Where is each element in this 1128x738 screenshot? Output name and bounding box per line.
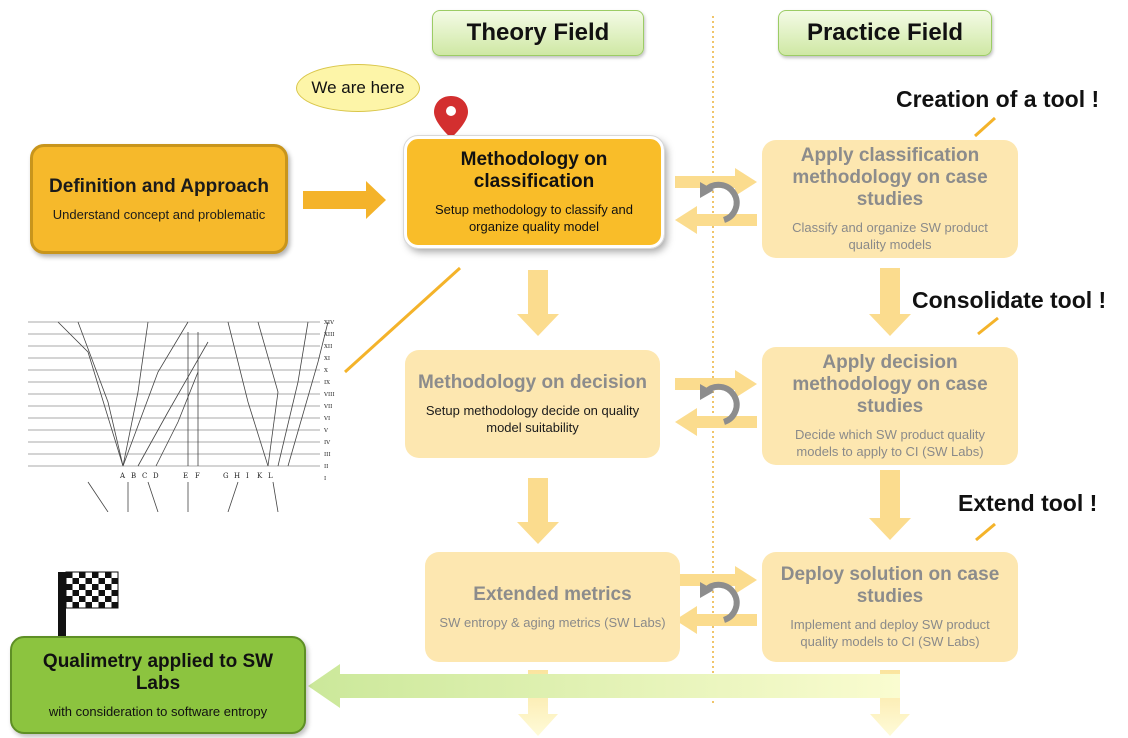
svg-text:VIII: VIII — [323, 392, 335, 398]
note-creation-of-tool: Creation of a tool ! — [896, 86, 1100, 112]
tree-label-g: G — [223, 472, 229, 480]
svg-text:V: V — [323, 428, 329, 434]
extended-subtitle: SW entropy & aging metrics (SW Labs) — [439, 614, 666, 630]
deploy-title: Deploy solution on case studies — [780, 564, 1000, 607]
theory-field-header: Theory Field — [432, 10, 644, 56]
apply-decision-title: Apply decision methodology on case studi… — [792, 352, 988, 417]
note-extend-tool: Extend tool ! — [958, 490, 1098, 516]
svg-text:X: X — [324, 368, 328, 374]
svg-text:IV: IV — [324, 440, 331, 446]
arrow-left-row1 — [675, 206, 757, 234]
arrow-to-qualimetry — [308, 664, 900, 708]
tree-label-i: I — [246, 472, 249, 480]
methodology-classification-box: Methodology on classification Setup meth… — [403, 135, 665, 249]
checkered-flag-icon — [58, 571, 119, 642]
arrow-decision-to-extended — [517, 478, 559, 544]
evolution-tree-illustration: A B C D E F G H I K L XIV XIII XII XI X … — [28, 320, 335, 512]
cycle-arrow-icon — [703, 181, 740, 623]
svg-text:IX: IX — [324, 380, 330, 386]
svg-text:III: III — [324, 452, 331, 458]
we-are-here-bubble: We are here — [296, 64, 420, 112]
decision-title: Methodology on decision — [417, 372, 648, 393]
svg-text:XIII: XIII — [324, 332, 334, 338]
pointer-to-tree — [343, 266, 462, 374]
svg-text:XII: XII — [324, 344, 332, 350]
qualimetry-title: Qualimetry applied to SW Labs — [42, 650, 274, 694]
svg-text:VII: VII — [323, 404, 332, 410]
tree-label-c: C — [142, 472, 147, 480]
note-consolidate-tool: Consolidate tool ! — [912, 287, 1107, 313]
location-pin-icon — [434, 96, 468, 138]
pointer-creation — [973, 116, 997, 138]
classification-title: Methodology on classification — [460, 149, 608, 192]
svg-text:VI: VI — [323, 416, 330, 422]
svg-text:XI: XI — [324, 356, 330, 362]
tree-label-k: K — [257, 472, 263, 480]
arrow-applyclass-to-applydecision — [869, 268, 911, 336]
arrow-class-to-decision — [517, 270, 559, 336]
arrow-applydecision-to-deploy — [869, 470, 911, 540]
svg-text:XIV: XIV — [324, 320, 335, 326]
deploy-subtitle: Implement and deploy SW product quality … — [790, 617, 990, 649]
tree-label-f: F — [195, 472, 200, 480]
tree-label-a: A — [119, 472, 126, 480]
qualimetry-subtitle: with consideration to software entropy — [48, 703, 268, 719]
decision-subtitle: Setup methodology decide on quality mode… — [425, 403, 640, 435]
deploy-solution-box: Deploy solution on case studies Implemen… — [762, 552, 1018, 662]
extended-metrics-box: Extended metrics SW entropy & aging metr… — [425, 552, 680, 662]
apply-classification-box: Apply classification methodology on case… — [762, 140, 1018, 258]
tree-label-b: B — [131, 472, 136, 480]
arrow-left-row2 — [675, 408, 757, 436]
bubble-text: We are here — [311, 78, 405, 97]
svg-text:II: II — [324, 464, 328, 470]
definition-title: Definition and Approach — [49, 175, 269, 197]
classification-subtitle: Setup methodology to classify and organi… — [434, 202, 633, 234]
arrow-left-row3 — [675, 606, 757, 634]
tree-label-e: E — [183, 472, 188, 480]
pointer-extend — [975, 522, 996, 542]
apply-class-subtitle: Classify and organize SW product quality… — [792, 220, 988, 252]
apply-decision-box: Apply decision methodology on case studi… — [762, 347, 1018, 465]
extended-title: Extended metrics — [473, 583, 632, 605]
practice-field-header: Practice Field — [778, 10, 992, 56]
tree-label-d: D — [153, 472, 159, 480]
apply-decision-subtitle: Decide which SW product quality models t… — [794, 427, 986, 459]
arrow-definition-to-classification — [303, 181, 386, 219]
qualimetry-goal-box: Qualimetry applied to SW Labs with consi… — [10, 636, 306, 734]
definition-approach-box: Definition and Approach Understand conce… — [30, 144, 288, 254]
svg-text:I: I — [324, 476, 326, 482]
apply-class-title: Apply classification methodology on case… — [792, 145, 988, 210]
definition-subtitle: Understand concept and problematic — [52, 206, 266, 222]
arrow-right-row3 — [675, 566, 757, 594]
tree-label-l: L — [268, 472, 273, 480]
methodology-decision-box: Methodology on decision Setup methodolog… — [405, 350, 660, 458]
pointer-consolidate — [977, 316, 999, 336]
tree-label-h: H — [234, 472, 240, 480]
